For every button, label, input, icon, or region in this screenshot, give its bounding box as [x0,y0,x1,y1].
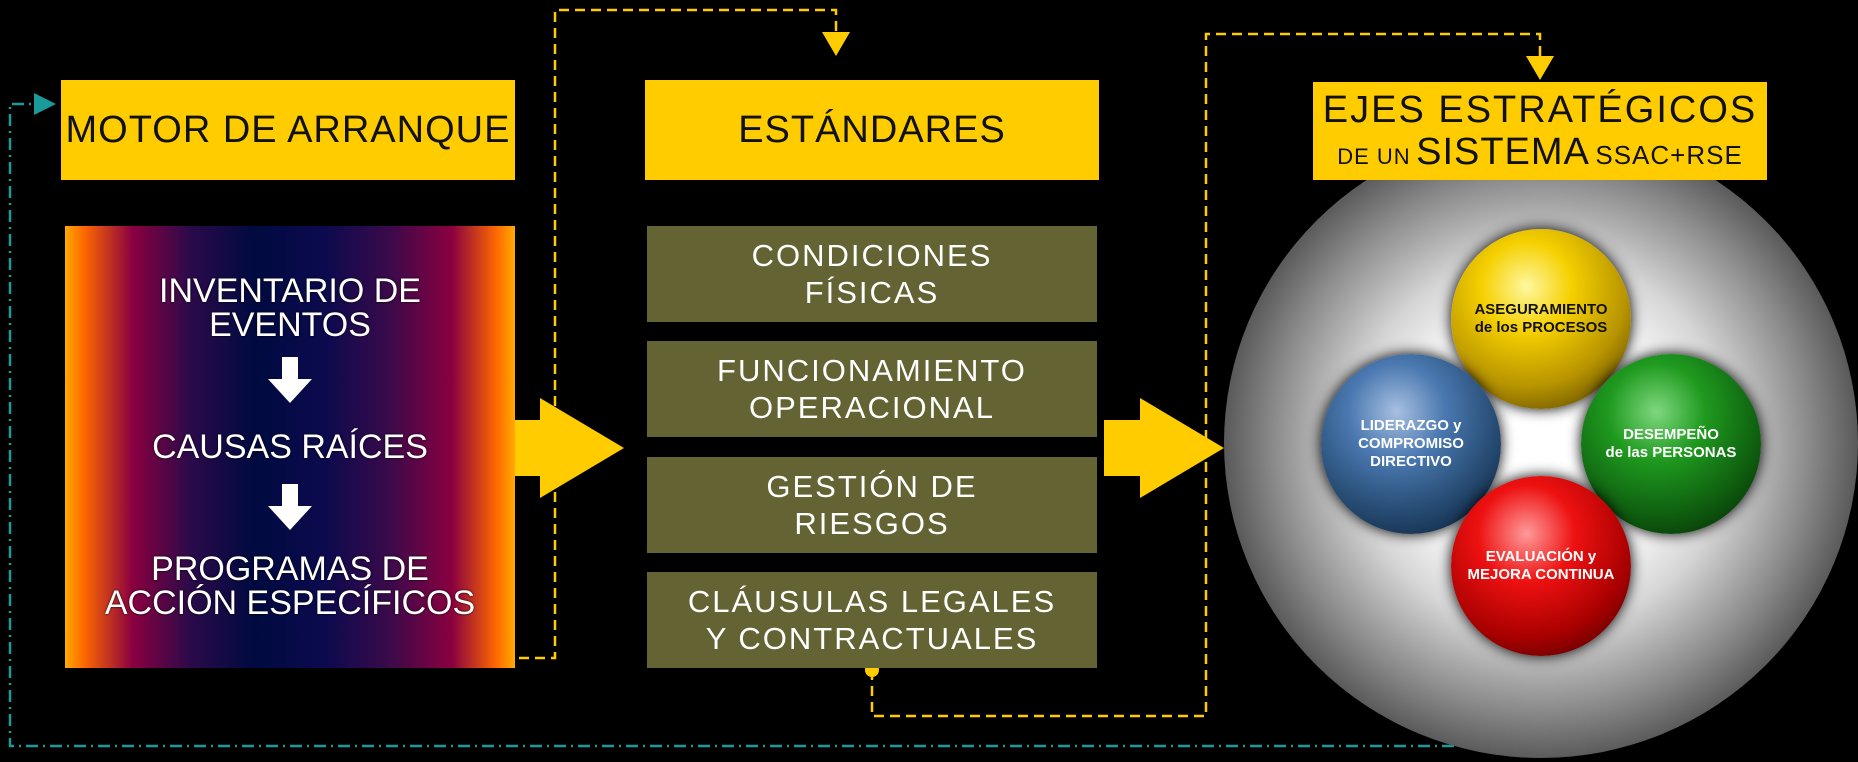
down-arrow-icon [268,357,312,403]
standards-header-label: ESTÁNDARES [738,108,1006,151]
link-standards-arrowhead [822,32,850,56]
axes-header: EJES ESTRATÉGICOS DE UN SISTEMA SSAC+RSE [1313,82,1767,180]
flow-arrow-2 [1104,398,1224,498]
standard-item: CONDICIONES FÍSICAS [647,226,1097,322]
flow-arrow-1 [504,398,624,498]
link-axes-arrowhead [1526,56,1554,80]
axes-header-line2: DE UN SISTEMA SSAC+RSE [1337,131,1743,173]
motor-header-label: MOTOR DE ARRANQUE [65,108,511,151]
motor-header: MOTOR DE ARRANQUE [61,80,515,180]
sphere-assurance: ASEGURAMIENTO de los PROCESOS [1451,229,1631,409]
standard-item: FUNCIONAMIENTO OPERACIONAL [647,341,1097,437]
standards-header: ESTÁNDARES [645,80,1099,180]
link-standards-to-axes [870,32,1542,718]
sphere-evaluation: EVALUACIÓN y MEJORA CONTINUA [1451,476,1631,656]
sphere-performance: DESEMPEÑO de las PERSONAS [1581,354,1761,534]
standard-item: GESTIÓN DE RIESGOS [647,457,1097,553]
standard-item: CLÁUSULAS LEGALES Y CONTRACTUALES [647,572,1097,668]
step-root-causes: CAUSAS RAÍCES [152,428,428,466]
feedback-arrowhead [34,93,56,115]
axes-header-line1: EJES ESTRATÉGICOS [1322,89,1758,131]
axes-big-sphere [1224,128,1858,758]
motor-panel: INVENTARIO DE EVENTOS CAUSAS RAÍCES PROG… [65,226,515,668]
step-inventory: INVENTARIO DE EVENTOS [159,272,421,344]
step-action-programs: PROGRAMAS DE ACCIÓN ESPECÍFICOS [104,550,476,622]
down-arrow-icon [268,484,312,530]
sphere-leadership: LIDERAZGO y COMPROMISO DIRECTIVO [1321,354,1501,534]
